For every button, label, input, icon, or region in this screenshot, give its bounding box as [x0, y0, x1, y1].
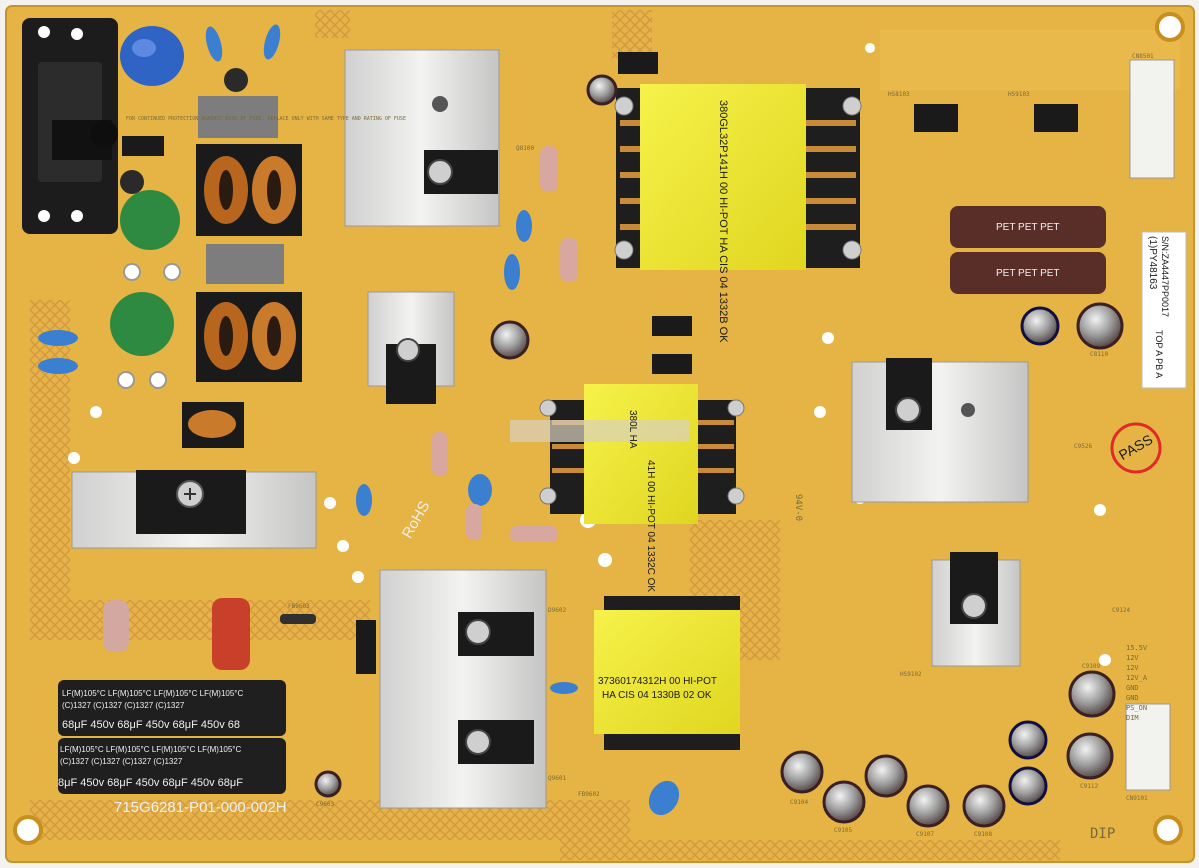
svg-text:HS9102: HS9102	[900, 671, 922, 678]
output-pin-labels: 15.5V 12V 12V 12V_A GND GND PS_ON DIM	[1126, 644, 1148, 722]
svg-text:CN8501: CN8501	[1132, 53, 1154, 60]
svg-text:PS_ON: PS_ON	[1126, 704, 1147, 712]
ac-input-connector	[22, 18, 118, 234]
bulk-cap-label-3: LF(M)105°C LF(M)105°C LF(M)105°C LF(M)10…	[60, 745, 242, 754]
svg-text:C9105: C9105	[834, 827, 852, 834]
mid-transformer-label-b: 41H 00 HI-POT 04 1332C OK	[645, 460, 656, 592]
svg-text:15.5V: 15.5V	[1126, 644, 1148, 652]
svg-text:C9104: C9104	[790, 799, 808, 806]
brown-capacitors	[950, 206, 1106, 294]
brown-cap-label-1: PET PET PET	[996, 222, 1060, 233]
common-mode-chokes	[182, 144, 302, 448]
sticker-line-2: S/N:ZA4447PP0017	[1160, 236, 1170, 317]
main-transformer	[614, 84, 862, 270]
svg-text:12V: 12V	[1126, 654, 1139, 662]
svg-text:C9526: C9526	[1074, 443, 1092, 450]
svg-text:DIM: DIM	[1126, 714, 1139, 722]
standby-transformer	[594, 596, 740, 750]
bulk-capacitors	[58, 680, 286, 794]
bulk-cap-rating-b: 8μF 450v 68μF 450v 68μF 450v 68μF	[58, 777, 243, 789]
standby-transformer-label-2: HA CIS 04 1330B 02 OK	[602, 690, 712, 701]
svg-text:Q9601: Q9601	[548, 775, 566, 782]
bulk-cap-label-1: LF(M)105°C LF(M)105°C LF(M)105°C LF(M)10…	[62, 689, 244, 698]
resistors	[103, 146, 578, 652]
ul-mark: 94V-0	[793, 494, 803, 521]
output-connectors	[1125, 59, 1175, 791]
svg-text:CN9101: CN9101	[1126, 795, 1148, 802]
heatsinks	[344, 49, 1029, 809]
svg-text:GND: GND	[1126, 684, 1139, 692]
red-film-capacitor	[212, 598, 250, 670]
top-side-label: TOP A PB A	[1154, 330, 1164, 378]
bridge-rectifier	[71, 470, 317, 549]
standby-transformer-label-1: 37360174312H 00 HI-POT	[598, 676, 717, 687]
svg-text:C9107: C9107	[916, 831, 934, 838]
caution-silkscreen: FOR CONTINUED PROTECTION AGAINST RISK OF…	[126, 116, 406, 122]
pass-stamp	[1110, 422, 1162, 474]
svg-text:C8110: C8110	[1090, 351, 1108, 358]
serial-sticker	[1141, 231, 1187, 389]
dip-mark: DIP	[1090, 826, 1115, 842]
bulk-cap-label-4: (C)1327 (C)1327 (C)1327 (C)1327	[60, 757, 183, 766]
svg-text:FB9603: FB9603	[288, 603, 310, 610]
svg-text:12V_A: 12V_A	[1126, 674, 1148, 682]
main-transformer-label: 380GL32P141H 00 HI-POT HA CIS 04 1332B O…	[717, 100, 729, 343]
svg-text:C9124: C9124	[1112, 607, 1130, 614]
green-varistors	[110, 190, 181, 389]
svg-text:C9109: C9109	[1082, 663, 1100, 670]
svg-text:HS8103: HS8103	[888, 91, 910, 98]
mid-transformer	[510, 384, 745, 524]
mid-transformer-label-a: 380L HA	[627, 410, 638, 449]
svg-text:GND: GND	[1126, 694, 1139, 702]
part-number: 715G6281-P01-000-002H	[114, 799, 287, 816]
svg-text:FB9602: FB9602	[578, 791, 600, 798]
reference-designators: CN8501 CN9101 HS8103 HS9103 Q8100 D9602 …	[288, 53, 1154, 838]
grey-x-capacitors	[198, 96, 284, 284]
sticker-line-1: (1)PY48163	[1147, 236, 1158, 290]
bulk-cap-label-2: (C)1327 (C)1327 (C)1327 (C)1327	[62, 701, 185, 710]
blue-disc-capacitor	[120, 26, 184, 86]
y-capacitors	[38, 24, 680, 816]
svg-text:HS9103: HS9103	[1008, 91, 1030, 98]
svg-text:C9603: C9603	[316, 801, 334, 808]
bulk-cap-rating: 68μF 450v 68μF 450v 68μF 450v 68	[62, 719, 240, 731]
electrolytic-capacitors	[120, 68, 1124, 828]
svg-text:12V: 12V	[1126, 664, 1139, 672]
ic-chips	[122, 52, 1078, 674]
svg-text:C9112: C9112	[1080, 783, 1098, 790]
svg-text:D9602: D9602	[548, 607, 566, 614]
svg-text:Q8100: Q8100	[516, 145, 534, 152]
brown-cap-label-2: PET PET PET	[996, 268, 1060, 279]
svg-text:C9108: C9108	[974, 831, 992, 838]
